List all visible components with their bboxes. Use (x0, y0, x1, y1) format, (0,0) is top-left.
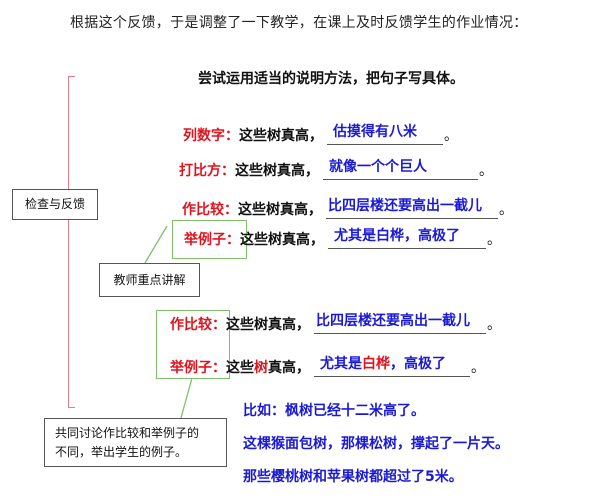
example-sentence-2: 这棵猴面包树，那棵松树，撑起了一片天。 (243, 436, 509, 452)
period: 。 (471, 360, 485, 376)
discussion-line-1: 共同讨论作比较和举例子的 (55, 426, 200, 440)
discussion-line-2: 不同，举出学生的例子。 (55, 445, 188, 459)
sentence-stem: 这些树真高， (238, 202, 322, 218)
period: 。 (479, 163, 493, 179)
task-instruction: 尝试运用适当的说明方法，把句子写具体。 (198, 71, 464, 87)
sentence-row-comparison: 作比较： 这些树真高， 比四层楼还要高出一截儿 。 (182, 198, 513, 219)
callout-highlight-compare-example (156, 310, 230, 379)
sentence-row-list-numbers: 列数字： 这些树真高， 估摸得有八米 。 (183, 124, 458, 145)
answer-text: 就像一个个巨人 (329, 159, 427, 175)
period: 。 (487, 232, 501, 248)
check-feedback-label: 检查与反馈 (24, 197, 85, 211)
answer-blank: 就像一个个巨人 (323, 159, 478, 180)
period: 。 (487, 317, 501, 333)
teacher-focus-box: 教师重点讲解 (99, 263, 200, 297)
sentence-stem: 这些树真高， (226, 317, 310, 333)
method-label: 举例子： (170, 360, 226, 376)
left-bracket (68, 76, 75, 408)
answer-blank: 尤其是白桦，高极了 (314, 356, 470, 377)
sentence-stem: 这些树真高， (239, 128, 323, 144)
answer-blank: 尤其是白桦，高极了 (328, 228, 486, 249)
sentence-row-comparison-2: 作比较： 这些树真高， 比四层楼还要高出一截儿 。 (170, 313, 501, 334)
method-label: 打比方： (179, 163, 235, 179)
answer-text: 尤其是白桦，高极了 (320, 356, 446, 372)
sentence-stem: 这些树真高， (240, 232, 324, 248)
method-label: 列数字： (183, 128, 239, 144)
method-label: 作比较： (170, 317, 226, 333)
teacher-focus-label: 教师重点讲解 (113, 273, 186, 287)
period: 。 (444, 128, 458, 144)
period: 。 (499, 202, 513, 218)
answer-text: 比四层楼还要高出一截儿 (328, 198, 482, 214)
answer-text: 尤其是白桦，高极了 (334, 228, 460, 244)
answer-blank: 估摸得有八米 (327, 124, 443, 145)
intro-text: 根据这个反馈，于是调整了一下教学，在课上及时反馈学生的作业情况： (70, 15, 528, 31)
sentence-row-example: 举例子： 这些树真高， 尤其是白桦，高极了 。 (184, 228, 501, 249)
answer-blank: 比四层楼还要高出一截儿 (314, 313, 486, 334)
answer-text: 比四层楼还要高出一截儿 (316, 313, 470, 329)
method-label: 举例子： (184, 232, 240, 248)
callout-highlight-example (172, 220, 247, 259)
sentence-row-example-2: 举例子： 这些树真高， 尤其是白桦，高极了 。 (170, 356, 485, 377)
answer-blank: 比四层楼还要高出一截儿 (326, 198, 498, 219)
discussion-box: 共同讨论作比较和举例子的 不同，举出学生的例子。 (44, 418, 227, 467)
check-feedback-box: 检查与反馈 (12, 189, 98, 220)
answer-text: 估摸得有八米 (333, 124, 417, 140)
sentence-stem: 这些树真高， (235, 163, 319, 179)
example-sentence-3: 那些樱桃树和苹果树都超过了5米。 (243, 469, 463, 485)
sentence-row-metaphor: 打比方： 这些树真高， 就像一个个巨人 。 (179, 159, 493, 180)
sentence-stem: 这些树真高， (226, 360, 310, 376)
example-sentence-1: 比如：枫树已经十二米高了。 (243, 403, 425, 419)
method-label: 作比较： (182, 202, 238, 218)
